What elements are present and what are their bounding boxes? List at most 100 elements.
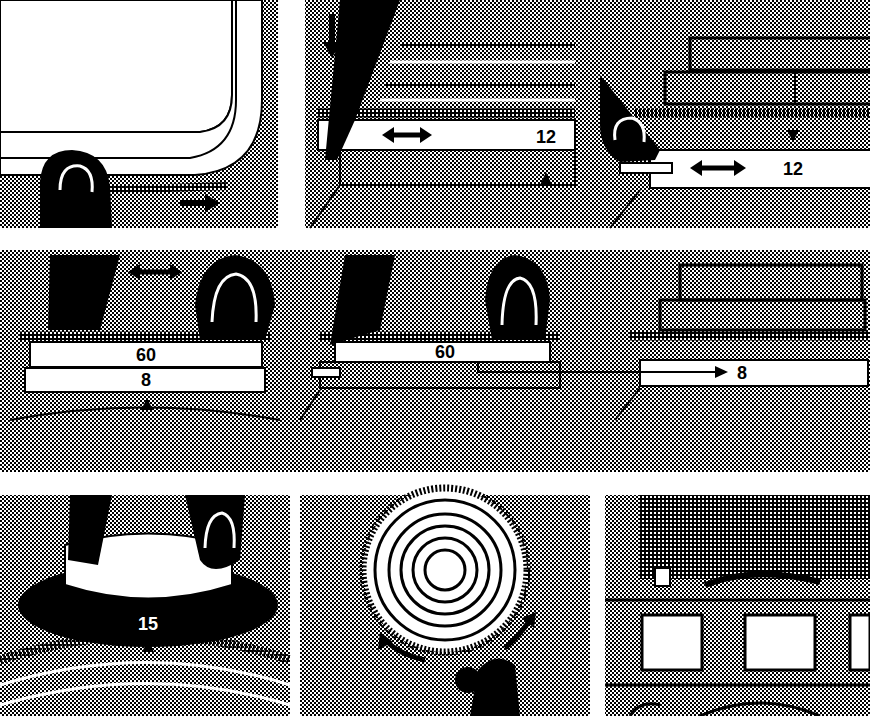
- illustration-part: [195, 255, 275, 340]
- illustration-part: [522, 612, 536, 628]
- illustration-part: [590, 0, 870, 228]
- illustration-part: [0, 0, 278, 228]
- illustration-part: [630, 332, 870, 341]
- illustration-part: [700, 166, 735, 171]
- illustration-part: [10, 408, 280, 421]
- panel-film-speed-lock: [590, 0, 870, 228]
- illustration-part: [640, 371, 716, 373]
- illustration-part: [68, 495, 112, 565]
- illustration-part: [485, 255, 550, 340]
- illustration-part: [850, 615, 870, 670]
- illustration-part: [0, 495, 290, 716]
- illustration-part: [318, 120, 575, 150]
- illustration-part: [655, 568, 670, 586]
- illustration-part: [605, 495, 870, 716]
- scale-number: 8: [737, 364, 747, 382]
- illustration-part: [615, 118, 645, 142]
- illustration-part: [0, 684, 290, 706]
- panel-film-speed-ring: [305, 0, 590, 228]
- scale-number: 60: [136, 346, 156, 364]
- illustration-part: [401, 526, 489, 614]
- illustration-part: [455, 667, 481, 693]
- illustration-part: [0, 250, 870, 472]
- illustration-part: [715, 366, 728, 378]
- illustration-part: [310, 185, 340, 228]
- illustration-part: [325, 0, 400, 160]
- panel-focus-dial: [0, 495, 290, 716]
- illustration-part: [642, 615, 702, 670]
- illustration-part: [205, 513, 234, 548]
- illustration-part: [0, 0, 232, 132]
- scale-number: 8: [141, 371, 151, 389]
- scale-number: 15: [138, 615, 158, 633]
- illustration-part: [0, 0, 236, 158]
- illustration-part: [0, 663, 290, 686]
- illustration-part: [690, 38, 870, 70]
- illustration-part: [329, 14, 335, 44]
- illustration-part: [25, 368, 265, 392]
- illustration-part: [794, 72, 796, 104]
- illustration-part: [650, 150, 870, 188]
- illustration-part: [600, 75, 660, 162]
- illustration-part: [605, 599, 870, 602]
- illustration-part: [180, 200, 206, 206]
- illustration-part: [320, 362, 560, 388]
- illustration-part: [420, 127, 432, 143]
- illustration-part: [128, 264, 140, 280]
- illustration-part: [505, 620, 530, 648]
- illustration-part: [48, 255, 120, 330]
- illustration-part: [660, 300, 865, 330]
- panel-lens-release: [0, 0, 278, 228]
- panel-shutter-aperture: [0, 250, 870, 472]
- illustration-part: [0, 0, 262, 175]
- illustration-part: [312, 368, 340, 377]
- illustration-part: [335, 342, 550, 362]
- illustration-part: [690, 160, 702, 176]
- illustration-part: [380, 99, 575, 102]
- illustration-part: [300, 495, 590, 716]
- illustration-part: [305, 0, 590, 228]
- illustration-part: [635, 109, 870, 118]
- illustration-part: [375, 500, 515, 640]
- illustration-part: [212, 274, 256, 322]
- illustration-part: [700, 703, 820, 716]
- illustration-part: [300, 390, 320, 420]
- illustration-part: [138, 270, 172, 275]
- illustration-part: [745, 615, 815, 670]
- illustration-part: [413, 538, 477, 602]
- illustration-part: [389, 514, 501, 626]
- illustration-part: [382, 127, 394, 143]
- illustration-part: [605, 684, 870, 687]
- illustration-part: [400, 44, 575, 46]
- illustration-part: [502, 278, 536, 325]
- panel-lens-turn: [300, 488, 590, 716]
- illustration-part: [787, 130, 799, 142]
- illustration-part: [392, 133, 422, 138]
- illustration-part: [640, 360, 868, 386]
- illustration-part: [665, 72, 870, 104]
- scale-number: 12: [783, 160, 803, 178]
- scale-number: 60: [435, 343, 455, 361]
- scale-number: 12: [536, 128, 556, 146]
- illustration-part: [340, 150, 575, 185]
- illustration-part: [705, 574, 820, 585]
- illustration-part: [142, 640, 154, 652]
- illustration-part: [615, 388, 640, 420]
- illustration-part: [108, 186, 228, 190]
- illustration-part: [330, 255, 395, 345]
- illustration-part: [170, 264, 182, 280]
- illustration-part: [540, 172, 552, 185]
- illustration-part: [363, 488, 527, 652]
- illustration-part: [425, 550, 465, 590]
- illustration-part: [40, 150, 112, 228]
- illustration-part: [385, 84, 575, 86]
- illustration-part: [680, 265, 862, 300]
- illustration-part: [323, 42, 341, 58]
- illustration-part: [640, 495, 870, 579]
- illustration-part: [620, 163, 672, 173]
- illustration-part: [60, 166, 92, 192]
- illustration-part: [734, 160, 746, 176]
- illustration-part: [610, 190, 640, 228]
- illustration-part: [390, 61, 575, 64]
